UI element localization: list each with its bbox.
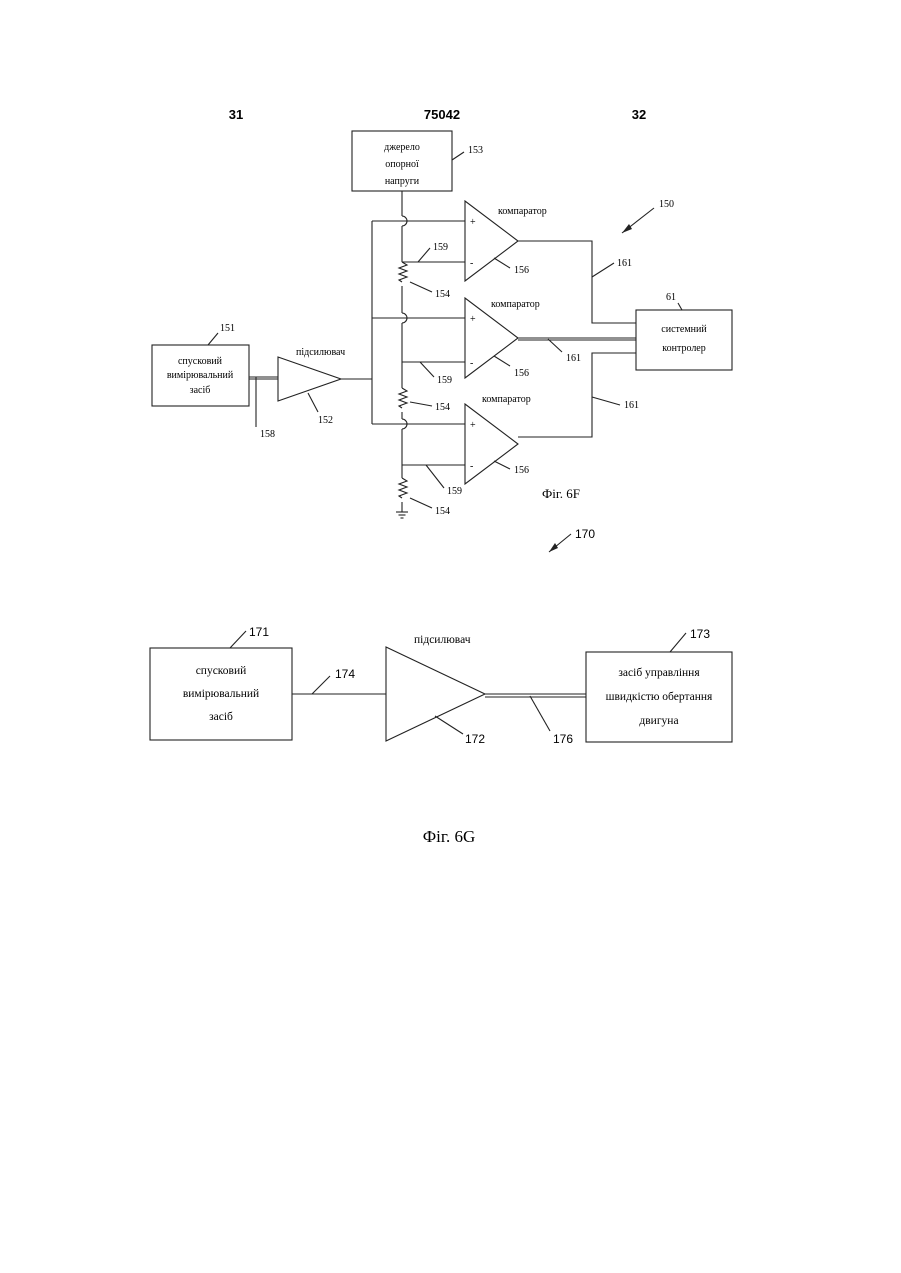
output-line-num-3: 161 xyxy=(624,400,639,411)
system-num-170: 170 xyxy=(575,527,595,541)
comparator-2-plus: + xyxy=(470,314,476,325)
system-num-150: 150 xyxy=(659,199,674,210)
input-line-num-174: 174 xyxy=(335,667,355,681)
output-line-num-176: 176 xyxy=(553,732,573,746)
system-controller-label-2: контролер xyxy=(662,343,706,354)
figure-6f: джерело опорної напруги 153 xyxy=(152,131,732,518)
controller-num: 61 xyxy=(666,292,676,303)
divider-line-num-3: 159 xyxy=(447,486,462,497)
figure-6g: 170 спусковий вимірювальний засіб 171 17… xyxy=(150,527,732,846)
amplifier-152 xyxy=(278,357,341,401)
system-controller-box xyxy=(636,310,732,370)
trigger-sensor-num: 151 xyxy=(220,323,235,334)
output-line-1 xyxy=(518,241,636,323)
divider-line-num-1: 159 xyxy=(433,242,448,253)
resistor-154-a xyxy=(399,262,407,282)
resistor-num-2: 154 xyxy=(435,402,450,413)
comparator-3 xyxy=(465,404,518,484)
comparator-1-num: 156 xyxy=(514,265,529,276)
comparator-2-num: 156 xyxy=(514,368,529,379)
comparator-3-label: компаратор xyxy=(482,394,531,405)
motor-speed-control-num: 173 xyxy=(690,627,710,641)
motor-speed-control-label-1: засіб управління xyxy=(618,667,700,679)
output-line-num-1: 161 xyxy=(617,258,632,269)
trigger-sensor-num-171: 171 xyxy=(249,625,269,639)
page-number-right: 32 xyxy=(632,107,646,122)
comparator-3-plus: + xyxy=(470,420,476,431)
motor-speed-control-label-3: двигуна xyxy=(639,715,678,727)
amplifier-172 xyxy=(386,647,485,741)
divider-line-num-2: 159 xyxy=(437,375,452,386)
trigger-sensor-171-label-3: засіб xyxy=(209,711,233,723)
figure-6g-caption: Фіг. 6G xyxy=(423,827,476,846)
output-line-3 xyxy=(518,353,636,437)
motor-speed-control-label-2: швидкістю обертання xyxy=(606,691,713,703)
reference-voltage-label-3: напруги xyxy=(385,176,420,187)
input-num-158: 158 xyxy=(260,429,275,440)
resistor-154-c xyxy=(399,478,407,498)
output-line-num-2: 161 xyxy=(566,353,581,364)
resistor-num-3: 154 xyxy=(435,506,450,517)
trigger-sensor-171-label-2: вимірювальний xyxy=(183,688,259,700)
trigger-sensor-label-3: засіб xyxy=(190,385,211,396)
trigger-sensor-label-1: спусковий xyxy=(178,356,223,367)
page-number-left: 31 xyxy=(229,107,243,122)
amplifier-172-num: 172 xyxy=(465,732,485,746)
comparator-1-label: компаратор xyxy=(498,206,547,217)
resistor-num-1: 154 xyxy=(435,289,450,300)
document-number: 75042 xyxy=(424,107,460,122)
amplifier-152-num: 152 xyxy=(318,415,333,426)
comparator-3-num: 156 xyxy=(514,465,529,476)
reference-voltage-label-2: опорної xyxy=(385,159,419,170)
comparator-2-label: компаратор xyxy=(491,299,540,310)
trigger-sensor-171-label-1: спусковий xyxy=(196,665,247,677)
amplifier-152-label: підсилювач xyxy=(296,347,345,358)
ref-num-153: 153 xyxy=(468,145,483,156)
comparator-1-plus: + xyxy=(470,217,476,228)
resistor-154-b xyxy=(399,388,407,408)
amplifier-172-label: підсилювач xyxy=(414,634,471,646)
figure-6f-caption: Фіг. 6F xyxy=(542,486,580,501)
system-controller-label-1: системний xyxy=(661,324,707,335)
trigger-sensor-label-2: вимірювальний xyxy=(167,370,234,381)
leader-153 xyxy=(452,152,464,160)
comparator-1-minus: - xyxy=(470,258,473,269)
comparator-3-minus: - xyxy=(470,461,473,472)
reference-voltage-label-1: джерело xyxy=(384,142,420,153)
comparator-2-minus: - xyxy=(470,358,473,369)
